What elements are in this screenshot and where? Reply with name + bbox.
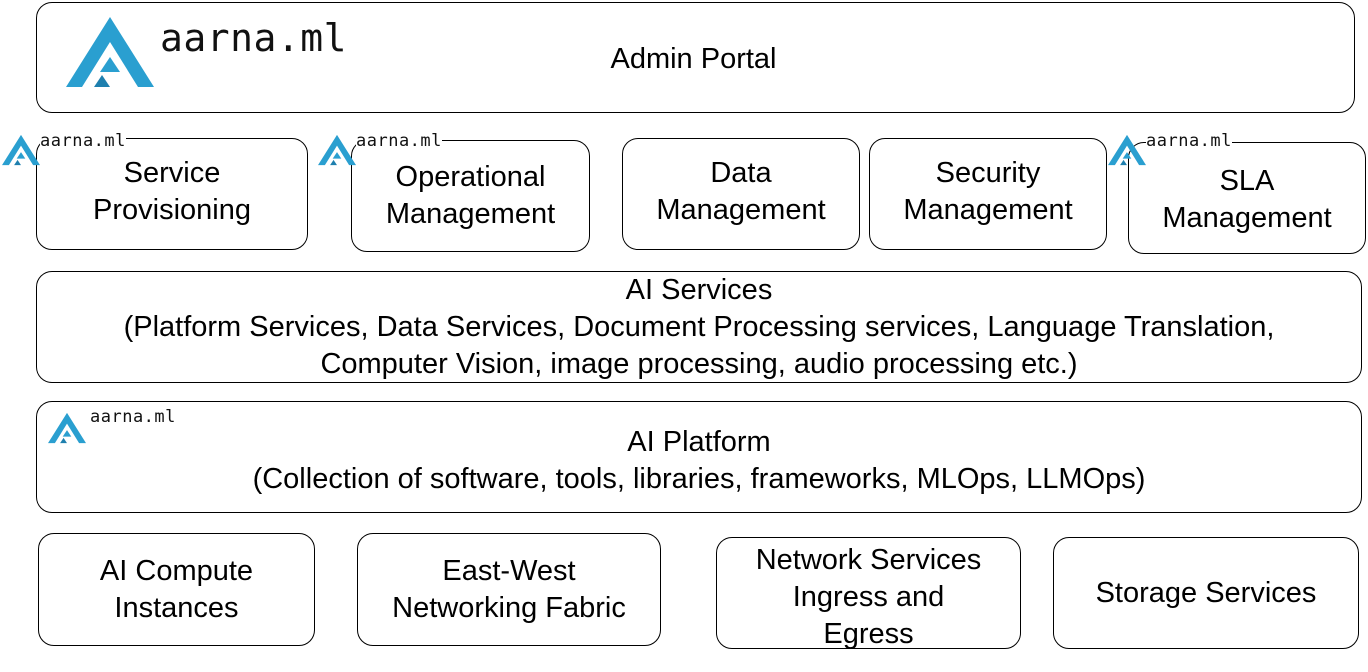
data-management-line-1: Data [710, 157, 772, 189]
admin-portal-box: Admin Portal [36, 2, 1355, 113]
network-services-line-3: Egress [823, 617, 914, 650]
operational-management-box: Operational Management [351, 140, 590, 252]
security-management-line-1: Security [935, 157, 1041, 189]
network-services-box: Network Services Ingress and Egress [716, 537, 1021, 650]
brand-logo-sla-management: aarna.ml [1108, 131, 1232, 169]
brand-logo-ai-platform: aarna.ml [48, 407, 176, 447]
ai-platform-title: AI Platform [627, 426, 771, 458]
network-services-line-1: Network Services [755, 543, 982, 576]
brand-logo-operational-management: aarna.ml [318, 131, 442, 169]
aarna-logo-icon [66, 17, 154, 87]
aarna-logo-icon [1108, 134, 1146, 166]
brand-logo-main: aarna.ml [66, 16, 348, 87]
network-services-line-2: Ingress and [792, 580, 945, 613]
service-provisioning-box: Service Provisioning [36, 138, 308, 250]
east-west-line-1: East-West [442, 554, 576, 587]
service-provisioning-line-2: Provisioning [93, 193, 251, 226]
brand-logo-text: aarna.ml [40, 131, 126, 151]
ai-services-title: AI Services [625, 273, 773, 306]
aarna-logo-icon [48, 412, 86, 444]
ai-platform-box: AI Platform (Collection of software, too… [36, 401, 1362, 513]
brand-logo-service-provisioning: aarna.ml [2, 131, 126, 169]
sla-management-line-2: Management [1162, 202, 1332, 234]
ai-compute-line-2: Instances [114, 591, 239, 624]
brand-logo-text: aarna.ml [1146, 131, 1232, 151]
service-provisioning-line-1: Service [123, 156, 221, 189]
brand-logo-text: aarna.ml [90, 407, 176, 427]
admin-portal-title: Admin Portal [610, 43, 777, 75]
ai-services-line-2: (Platform Services, Data Services, Docum… [123, 310, 1275, 343]
aarna-logo-icon [2, 134, 40, 166]
ai-compute-instances-box: AI Compute Instances [38, 533, 315, 646]
sla-management-box: SLA Management [1128, 142, 1366, 254]
operational-management-line-1: Operational [395, 161, 546, 193]
operational-management-line-2: Management [385, 198, 556, 230]
brand-logo-text: aarna.ml [160, 16, 348, 60]
security-management-box: Security Management [869, 138, 1107, 250]
east-west-networking-box: East-West Networking Fabric [357, 533, 661, 646]
storage-services-line-1: Storage Services [1095, 576, 1317, 609]
data-management-box: Data Management [622, 138, 860, 250]
data-management-line-2: Management [656, 194, 826, 226]
ai-compute-line-1: AI Compute [99, 554, 254, 587]
ai-services-line-3: Computer Vision, image processing, audio… [320, 347, 1078, 380]
east-west-line-2: Networking Fabric [392, 591, 626, 624]
sla-management-line-1: SLA [1219, 165, 1275, 197]
security-management-line-2: Management [903, 194, 1073, 226]
brand-logo-text: aarna.ml [356, 131, 442, 151]
ai-platform-line-2: (Collection of software, tools, librarie… [252, 463, 1146, 495]
storage-services-box: Storage Services [1053, 537, 1359, 649]
aarna-logo-icon [318, 134, 356, 166]
ai-services-box: AI Services (Platform Services, Data Ser… [36, 271, 1362, 383]
